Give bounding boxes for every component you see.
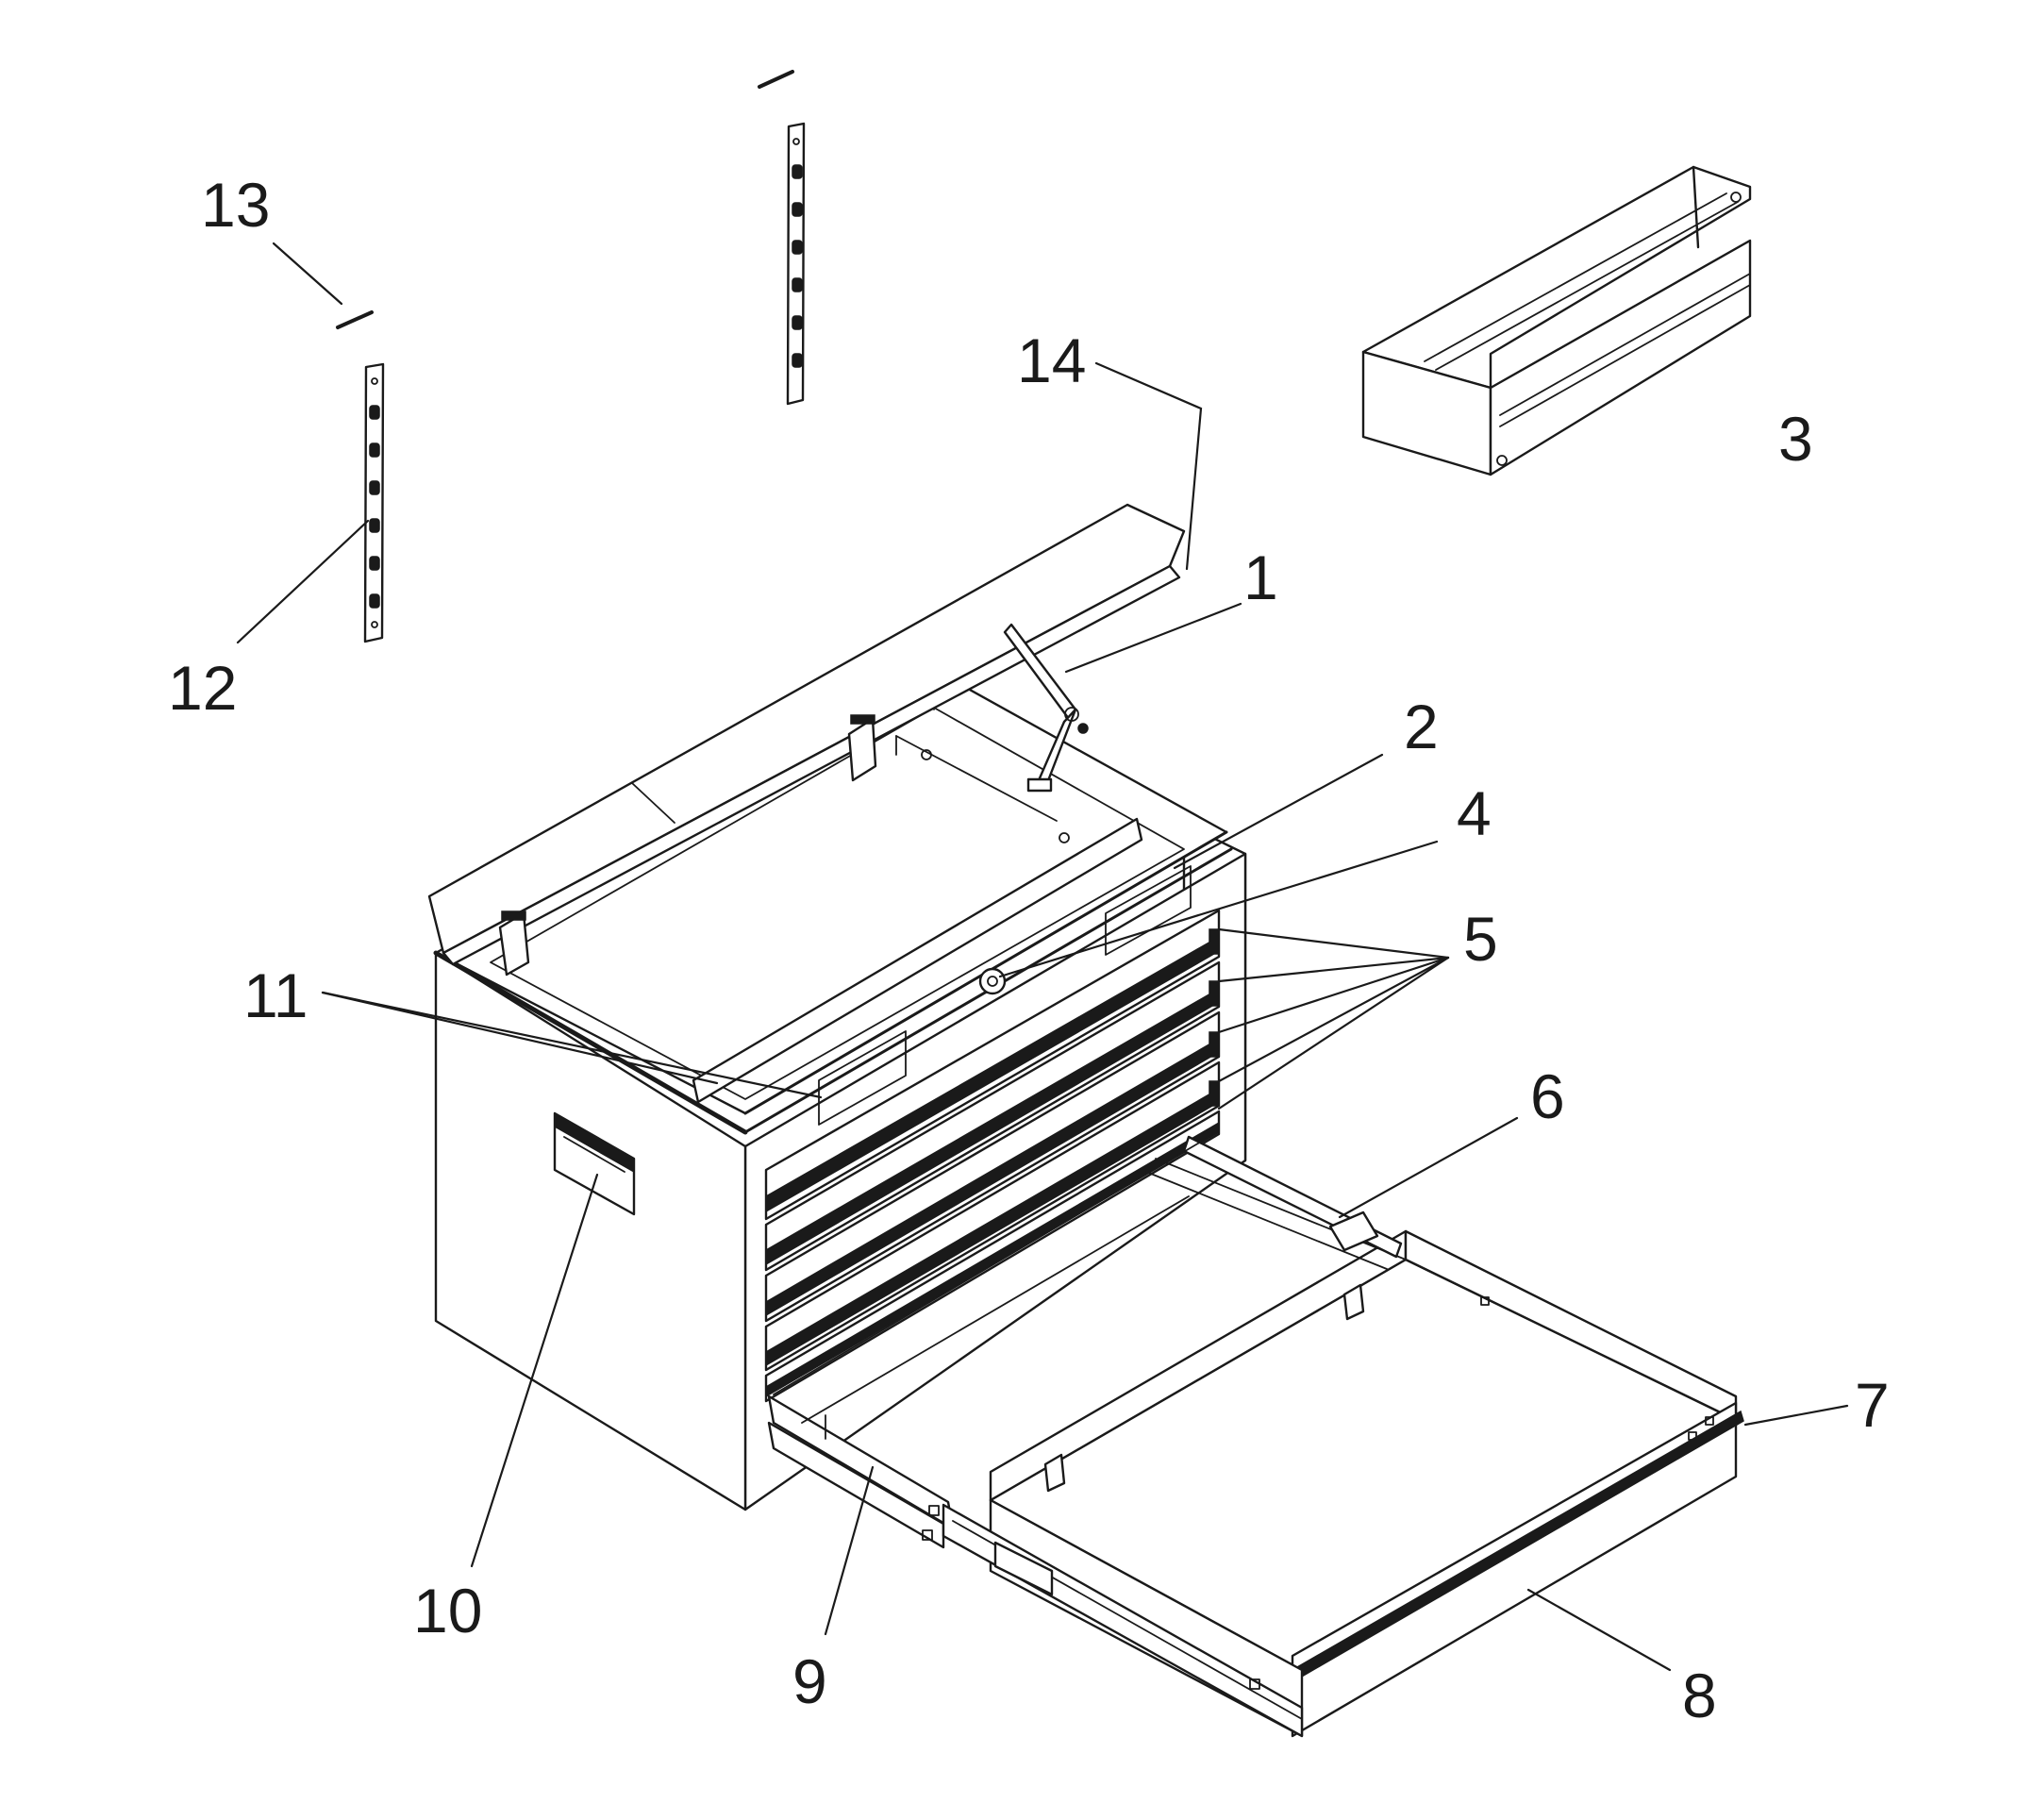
drawer-slide (767, 1394, 1304, 1738)
socket-rail-left (363, 362, 385, 643)
side-handle (553, 1111, 636, 1216)
callout-5: 5 (1463, 904, 1498, 974)
callout-13: 13 (201, 170, 270, 240)
callout-11: 11 (243, 960, 308, 1030)
drawer-handle-ends (1209, 928, 1220, 1107)
label-plate-right (1105, 865, 1192, 956)
lid-hinge-left (498, 910, 530, 977)
retainer-pin-left (336, 310, 374, 329)
callout-2: 2 (1404, 692, 1439, 761)
chest-inner-divider (692, 817, 1143, 1104)
callout-6: 6 (1530, 1061, 1565, 1131)
callout-10: 10 (413, 1576, 482, 1645)
drawer-stack (764, 909, 1221, 1403)
callout-labels: 13 12 14 3 1 2 4 5 11 6 7 10 9 8 (168, 170, 1890, 1730)
retainer-pin-right (758, 70, 794, 89)
lid-stay (1003, 623, 1089, 793)
drawer-slide-rear (1145, 1135, 1407, 1270)
callout-3: 3 (1778, 404, 1813, 474)
tool-tray (1361, 165, 1752, 476)
callout-9: 9 (792, 1646, 827, 1716)
callout-14: 14 (1017, 326, 1086, 395)
socket-rail-right (786, 122, 806, 406)
callout-1: 1 (1243, 543, 1278, 612)
callout-4: 4 (1457, 778, 1492, 848)
label-plate-left (818, 1030, 907, 1126)
leader-lines (236, 242, 1849, 1672)
lid (427, 503, 1186, 966)
callout-7: 7 (1855, 1370, 1890, 1440)
callout-8: 8 (1682, 1661, 1717, 1730)
socket-clip-row-right (792, 164, 803, 368)
lid-hinge-right (847, 714, 877, 782)
chest-left-side (434, 951, 747, 1511)
callout-12: 12 (168, 653, 237, 723)
lock-icon (978, 967, 1007, 995)
socket-clip-row-left (369, 405, 380, 609)
